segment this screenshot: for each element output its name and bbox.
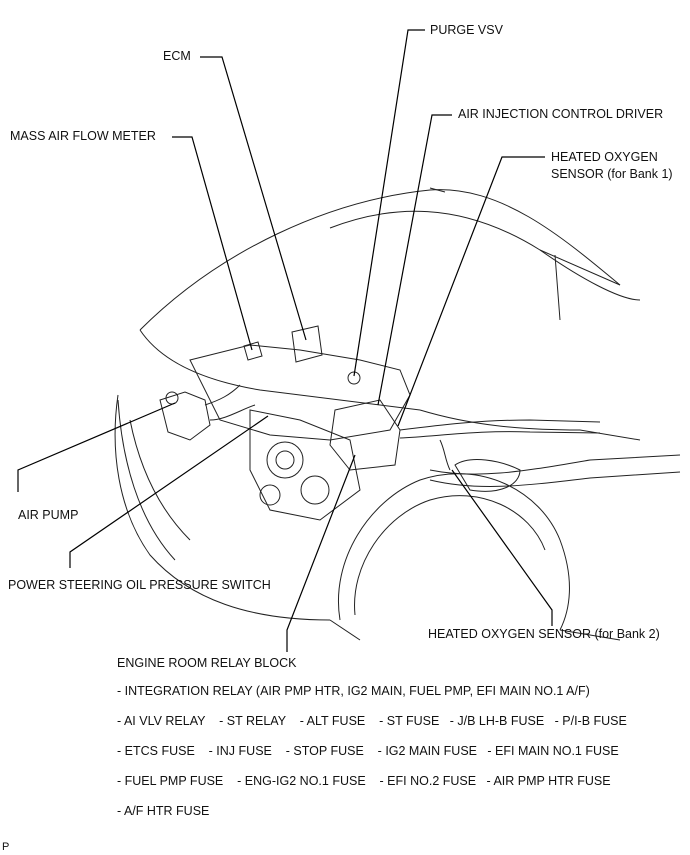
relay-block-box xyxy=(329,399,401,471)
leader-air-injection xyxy=(377,114,452,406)
leader-air-pump xyxy=(17,402,176,492)
grille xyxy=(129,419,191,541)
relay-block-line-5: - A/F HTR FUSE xyxy=(117,804,210,818)
label-air-pump: AIR PUMP xyxy=(18,508,79,522)
hood-outline xyxy=(139,189,621,331)
bumper-line xyxy=(117,399,176,561)
relay-block-line-2: - AI VLV RELAY - ST RELAY - ALT FUSE - S… xyxy=(117,714,627,728)
fender xyxy=(419,409,641,441)
label-air-injection-control-driver: AIR INJECTION CONTROL DRIVER xyxy=(458,107,664,121)
leader-maf xyxy=(172,136,253,351)
front-fascia xyxy=(114,394,331,621)
engine-top xyxy=(189,344,411,441)
air-pump-body xyxy=(159,391,211,441)
leader-heated-o2-bank1 xyxy=(397,156,545,427)
leader-purge-vsv xyxy=(353,29,425,377)
relay-block-line-3: - ETCS FUSE - INJ FUSE - STOP FUSE - IG2… xyxy=(117,744,619,758)
pulley-3 xyxy=(259,484,281,506)
lower-body xyxy=(329,619,621,641)
label-purge-vsv: PURGE VSV xyxy=(430,23,503,37)
pulley-1 xyxy=(266,441,304,479)
engine-front xyxy=(249,409,361,521)
purge-vsv-part xyxy=(347,371,361,385)
hood-inner xyxy=(329,210,641,301)
exhaust-pipe-2 xyxy=(399,431,601,439)
wheel-arch-inner xyxy=(354,495,546,616)
footer-code: P xyxy=(2,841,10,853)
wheel-arch xyxy=(338,473,570,631)
pulley-1-inner xyxy=(275,450,295,470)
exhaust-pipe-1 xyxy=(399,419,601,431)
relay-block-line-4: - FUEL PMP FUSE - ENG-IG2 NO.1 FUSE - EF… xyxy=(117,774,611,788)
leader-relay-block xyxy=(286,454,356,652)
sensor-wire xyxy=(439,439,451,471)
catalytic-converter xyxy=(454,459,521,492)
label-heated-oxygen-sensor-bank1-line1: HEATED OXYGEN xyxy=(551,150,658,164)
leader-heated-o2-bank2 xyxy=(451,469,553,626)
relay-block-line-1: - INTEGRATION RELAY (AIR PMP HTR, IG2 MA… xyxy=(117,684,590,698)
leader-ps-switch xyxy=(69,415,269,568)
maf-meter xyxy=(243,341,263,361)
hood-edge xyxy=(139,329,421,411)
label-heated-oxygen-sensor-bank1-line2: SENSOR (for Bank 1) xyxy=(551,167,673,181)
exhaust-pipe-3 xyxy=(429,454,681,475)
ecm-box xyxy=(291,325,323,363)
label-ecm: ECM xyxy=(163,49,191,63)
label-heated-oxygen-sensor-bank2: HEATED OXYGEN SENSOR (for Bank 2) xyxy=(428,627,660,641)
air-pump-hose xyxy=(204,384,256,421)
exhaust-pipe-4 xyxy=(429,471,681,487)
windshield-line xyxy=(429,187,621,321)
label-power-steering-oil-pressure-switch: POWER STEERING OIL PRESSURE SWITCH xyxy=(8,578,271,592)
relay-block-title: ENGINE ROOM RELAY BLOCK xyxy=(117,656,297,670)
label-mass-air-flow-meter: MASS AIR FLOW METER xyxy=(10,129,156,143)
pulley-2 xyxy=(300,475,330,505)
leader-ecm xyxy=(200,56,307,341)
